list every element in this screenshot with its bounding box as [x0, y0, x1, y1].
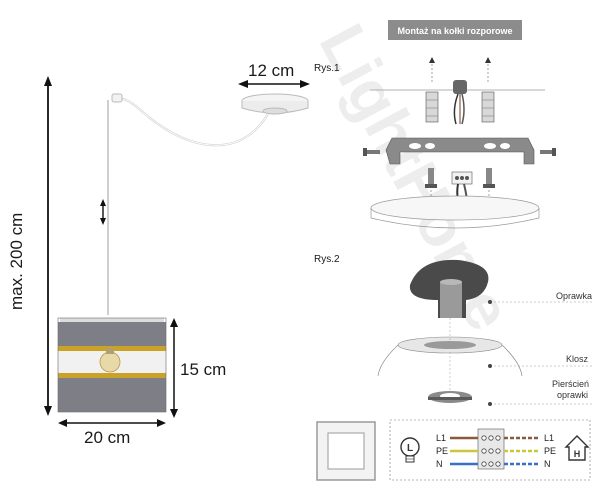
mounting-bracket: [385, 137, 535, 165]
lamp-bulb-icon: L: [400, 437, 420, 463]
house-symbol: H: [574, 449, 581, 459]
mounting-header-box: [388, 20, 522, 40]
label-ring-2: oprawki: [557, 390, 588, 400]
wall-switch-icon: [316, 421, 376, 481]
dim-shade-height-label: 15 cm: [180, 360, 226, 379]
wire-label-left-1: PE: [436, 446, 448, 456]
terminal-screw: [495, 448, 501, 454]
adjust-arrow-icon: [100, 199, 106, 225]
wire-label-right-2: N: [544, 459, 551, 469]
lamp-shade: [57, 317, 167, 413]
dowel-right: [481, 57, 495, 123]
shade-height-dimension: 15 cm: [170, 318, 226, 418]
terminal-screw: [481, 435, 487, 441]
ceiling-canopy: [241, 93, 309, 115]
label-ring-1: Pierścień: [552, 379, 589, 389]
terminal-screw: [488, 435, 494, 441]
wire-label-left-2: N: [436, 459, 443, 469]
ceiling-wires: [453, 80, 467, 125]
canopy-dimension: 12 cm: [238, 61, 310, 88]
mounting-header: Montaż na kołki rozporowe: [397, 26, 512, 36]
cable-hook: [111, 93, 123, 103]
fig1-label: Rys.1: [314, 63, 340, 74]
label-holder: Oprawka: [556, 291, 592, 301]
dim-height-label: max. 200 cm: [7, 213, 26, 310]
bulb-holder: [409, 259, 489, 318]
wire-label-right-1: PE: [544, 446, 556, 456]
shade-width-dimension: 20 cm: [58, 419, 166, 447]
terminal-screw: [481, 461, 487, 467]
height-dimension: max. 200 cm: [7, 76, 52, 416]
dowel-left: [425, 57, 439, 123]
fig2-label: Rys.2: [314, 254, 340, 265]
lamp-symbol: L: [407, 443, 413, 454]
shade-outline: [377, 318, 523, 377]
wire-label-right-0: L1: [544, 433, 554, 443]
holder-ring: [428, 352, 472, 403]
terminal-screw: [481, 448, 487, 454]
side-screw-right: [540, 148, 556, 156]
terminal-screw: [495, 435, 501, 441]
terminal-screw: [495, 461, 501, 467]
dim-shade-width-label: 20 cm: [84, 428, 130, 447]
house-icon: H: [564, 435, 590, 461]
label-shade: Klosz: [566, 354, 589, 364]
wire-label-left-0: L1: [436, 433, 446, 443]
side-screw-left: [363, 148, 380, 156]
canopy-outline: [370, 195, 540, 229]
terminal-screw: [488, 461, 494, 467]
dim-canopy-label: 12 cm: [248, 61, 294, 80]
terminal-screw: [488, 448, 494, 454]
